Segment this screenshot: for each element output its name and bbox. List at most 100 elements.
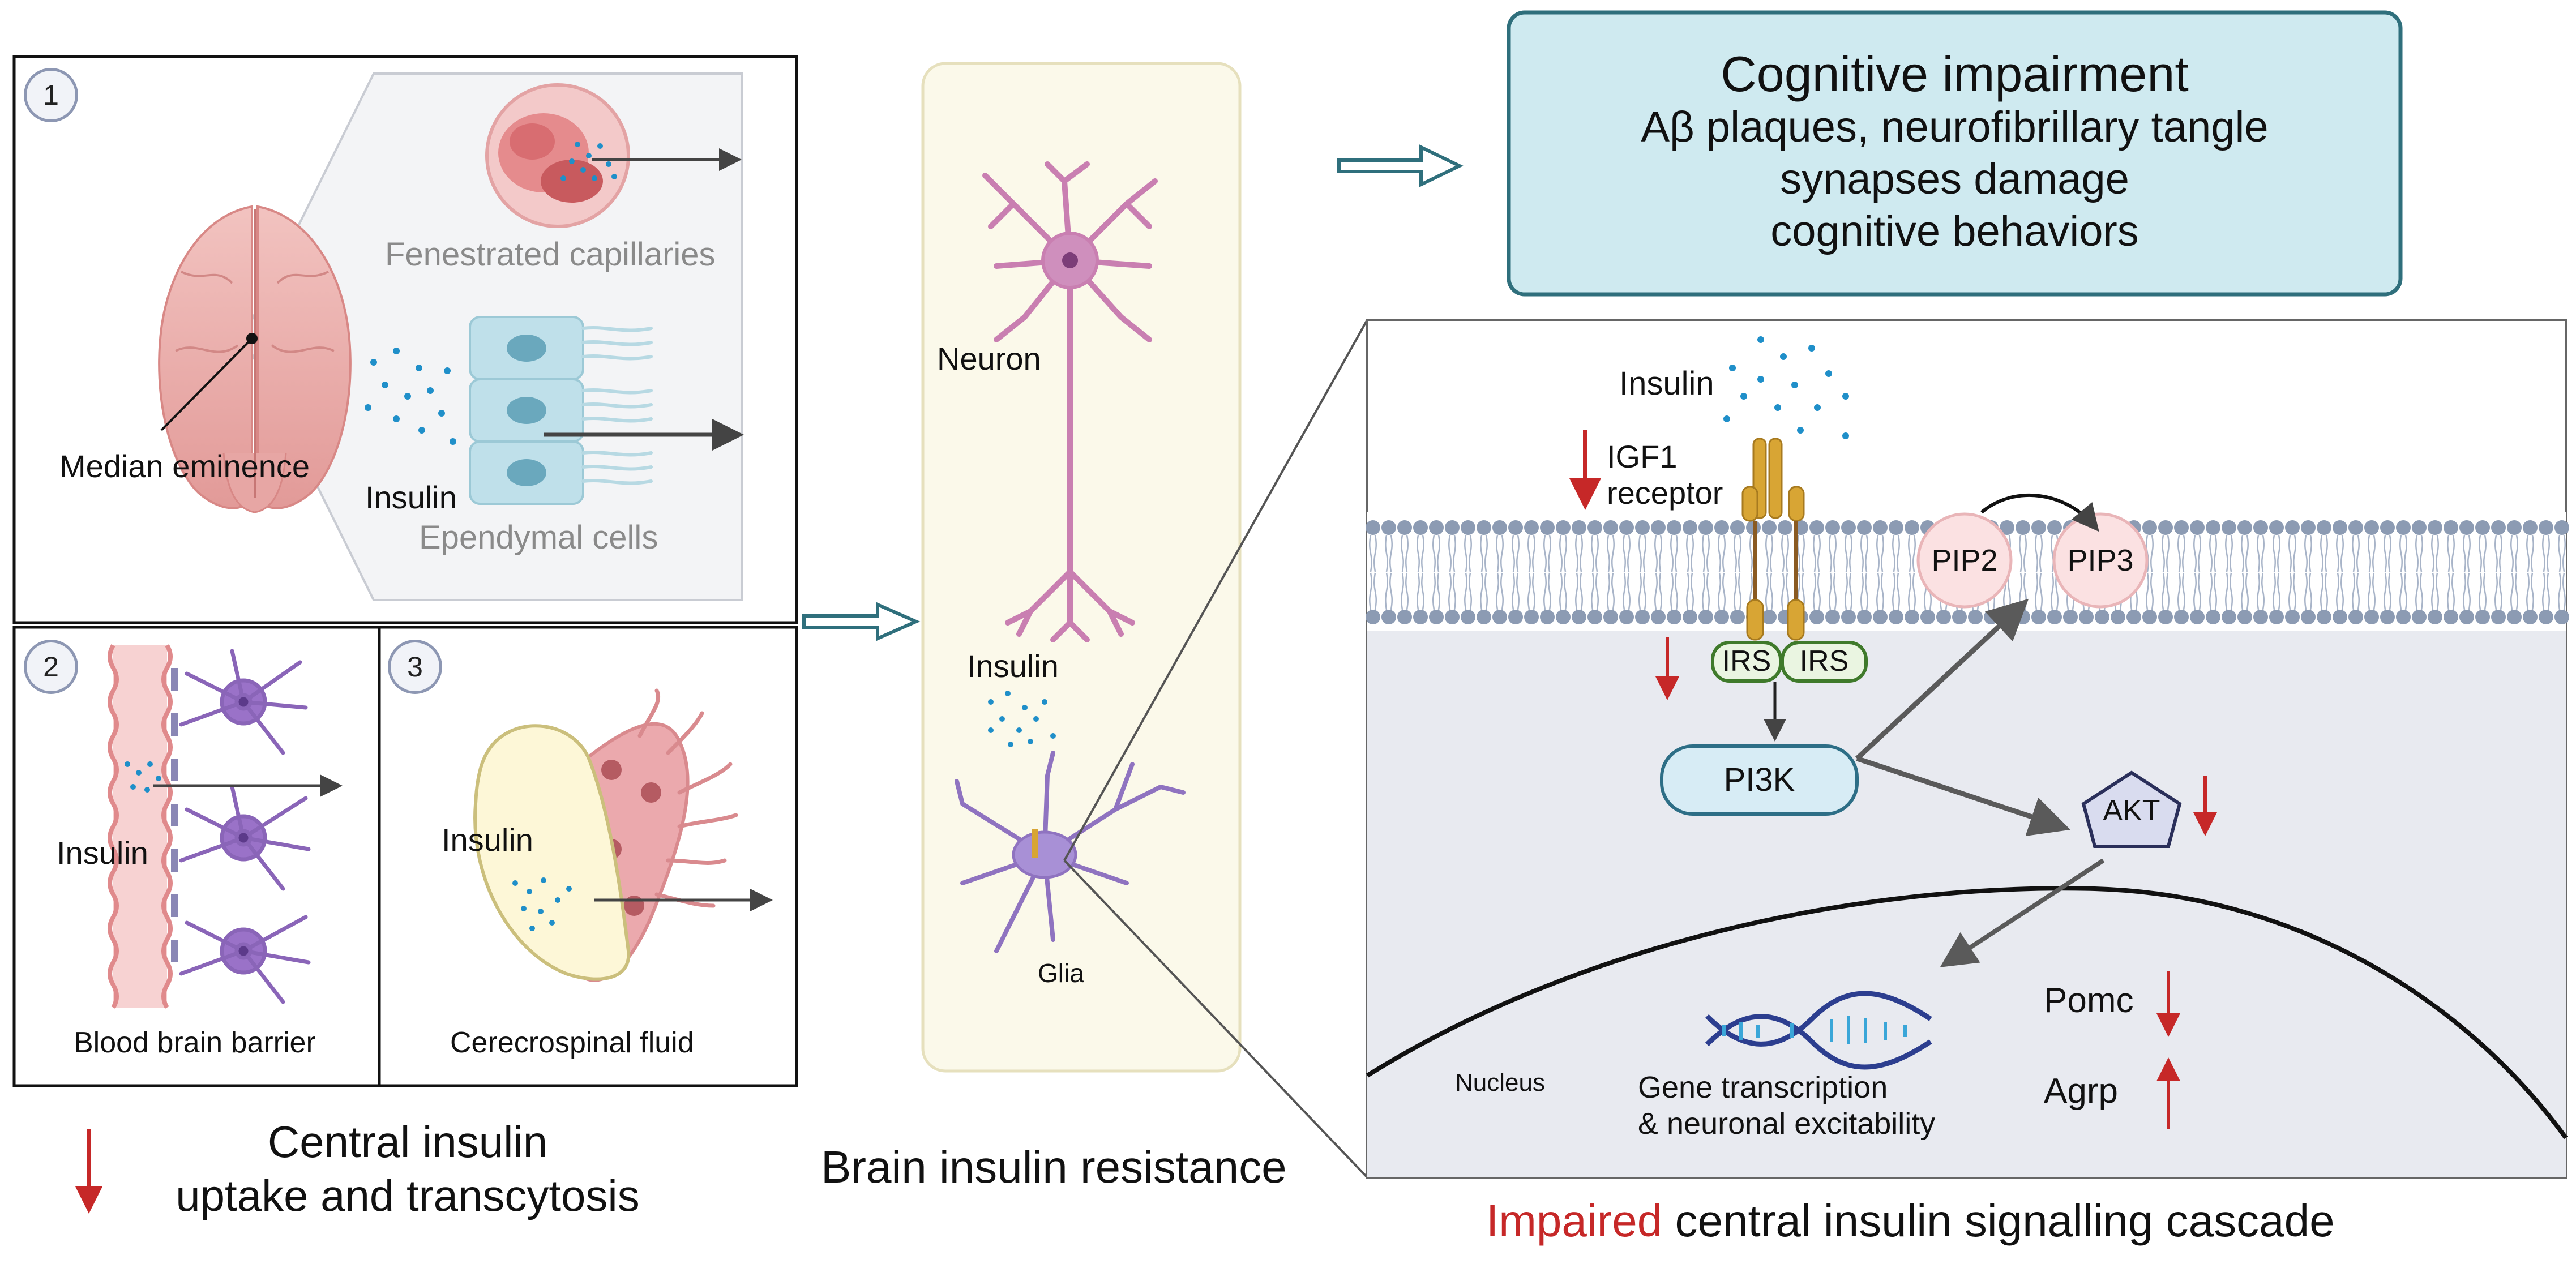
- lipid-tail: [1829, 534, 1837, 572]
- receptor-icon: [1032, 829, 1038, 858]
- lipid-head: [2269, 520, 2284, 535]
- lipid-tail: [1797, 534, 1805, 572]
- lipid-tail: [1559, 534, 1567, 572]
- lipid-head: [1651, 520, 1666, 535]
- lipid-head: [2174, 520, 2189, 535]
- lipid-tail: [2336, 572, 2344, 610]
- lipid-head: [1587, 610, 1602, 624]
- lipid-tail: [1496, 534, 1504, 572]
- lipid-tail: [2241, 534, 2249, 572]
- lipid-tail: [2494, 534, 2502, 572]
- lipid-tail: [2384, 534, 2391, 572]
- lipid-head: [1698, 610, 1713, 624]
- lipid-tail: [1765, 534, 1773, 572]
- lipid-tail: [1876, 534, 1884, 572]
- choroid-plexus-illustration: [473, 688, 738, 982]
- lipid-head: [2237, 610, 2252, 624]
- lipid-head: [1809, 610, 1824, 624]
- lipid-tail: [1575, 534, 1583, 572]
- lipid-tail: [2304, 534, 2312, 572]
- lipid-head: [1762, 610, 1777, 624]
- lipid-head: [2016, 520, 2030, 535]
- agrp-label: Agrp: [2044, 1072, 2118, 1111]
- lipid-head: [1730, 520, 1745, 535]
- lipid-head: [1413, 520, 1428, 535]
- pi3k-shape: [1660, 744, 1859, 816]
- central-insulin-caption: Central insulin uptake and transcytosis: [113, 1115, 702, 1223]
- lipid-tail: [2320, 534, 2328, 572]
- lipid-head: [1492, 520, 1507, 535]
- lipid-tail: [1813, 572, 1821, 610]
- lipid-tail: [1591, 572, 1599, 610]
- panel-3-insulin-label: Insulin: [442, 822, 533, 858]
- lipid-tail: [2399, 534, 2407, 572]
- lipid-head: [1778, 520, 1792, 535]
- lipid-tail: [2447, 572, 2455, 610]
- lipid-tail: [2162, 572, 2170, 610]
- lipid-tail: [1448, 572, 1456, 610]
- lipid-head: [2444, 520, 2458, 535]
- lipid-head: [2364, 610, 2379, 624]
- blood-vessel-illustration: [108, 644, 178, 1009]
- lipid-head: [1556, 610, 1571, 624]
- lipid-head: [1381, 520, 1396, 535]
- irs-right-label: IRS: [1799, 645, 1849, 678]
- lipid-head: [2206, 610, 2220, 624]
- lipid-tail: [1432, 534, 1440, 572]
- lipid-head: [2491, 610, 2506, 624]
- lipid-tail: [1670, 572, 1678, 610]
- pip2-shape: [1916, 512, 2013, 609]
- lipid-head: [2475, 610, 2490, 624]
- cognitive-line1: Aβ plaques, neurofibrillary tangle: [1641, 103, 2269, 151]
- lipid-head: [2253, 610, 2268, 624]
- lipid-head: [2269, 610, 2284, 624]
- lipid-head: [1714, 520, 1729, 535]
- lipid-head: [1524, 610, 1539, 624]
- ependymal-cells-illustration: [365, 316, 744, 505]
- lipid-head: [2348, 520, 2363, 535]
- lipid-tail: [2320, 572, 2328, 610]
- neuron-illustration: [982, 161, 1158, 642]
- fenestrated-capillaries-label: Fenestrated capillaries: [385, 236, 716, 273]
- lipid-tail: [2177, 572, 2185, 610]
- lipid-head: [1413, 610, 1428, 624]
- lipid-tail: [1654, 572, 1662, 610]
- lipid-head: [1477, 610, 1491, 624]
- pip2-label: PIP2: [1931, 543, 1998, 577]
- lipid-head: [2206, 520, 2220, 535]
- lipid-head: [1841, 610, 1856, 624]
- zoom-line: [1063, 859, 1368, 1179]
- lipid-head: [2507, 610, 2522, 624]
- lipid-tail: [2510, 572, 2518, 610]
- glia-label: Glia: [1038, 958, 1084, 988]
- lipid-head: [2063, 610, 2078, 624]
- lipid-head: [1508, 610, 1523, 624]
- lipid-tail: [2193, 534, 2201, 572]
- lipid-head: [2031, 520, 2046, 535]
- lipid-head: [1857, 520, 1872, 535]
- lipid-head: [1683, 610, 1697, 624]
- lipid-tail: [2479, 534, 2487, 572]
- lipid-tail: [1765, 572, 1773, 610]
- lipid-tail: [2288, 534, 2296, 572]
- lipid-tail: [2209, 572, 2217, 610]
- lipid-head: [2348, 610, 2363, 624]
- lipid-head: [2142, 610, 2157, 624]
- insulin-receptor-icon: [1741, 438, 1805, 641]
- gene-line1: Gene transcription: [1638, 1070, 1888, 1104]
- pip3-shape: [2052, 512, 2149, 609]
- median-eminence-label: Median eminence: [59, 448, 310, 484]
- lipid-tail: [1432, 572, 1440, 610]
- panel-2-badge: 2: [24, 640, 78, 694]
- lipid-head: [2459, 610, 2474, 624]
- lipid-head: [1603, 610, 1618, 624]
- lipid-tail: [1686, 534, 1694, 572]
- lipid-head: [1366, 520, 1380, 535]
- lipid-head: [2031, 610, 2046, 624]
- lipid-tail: [1734, 534, 1741, 572]
- lipid-head: [1968, 610, 1983, 624]
- lipid-tail: [2463, 534, 2471, 572]
- lipid-tail: [1860, 534, 1868, 572]
- glia-soma: [1012, 830, 1077, 879]
